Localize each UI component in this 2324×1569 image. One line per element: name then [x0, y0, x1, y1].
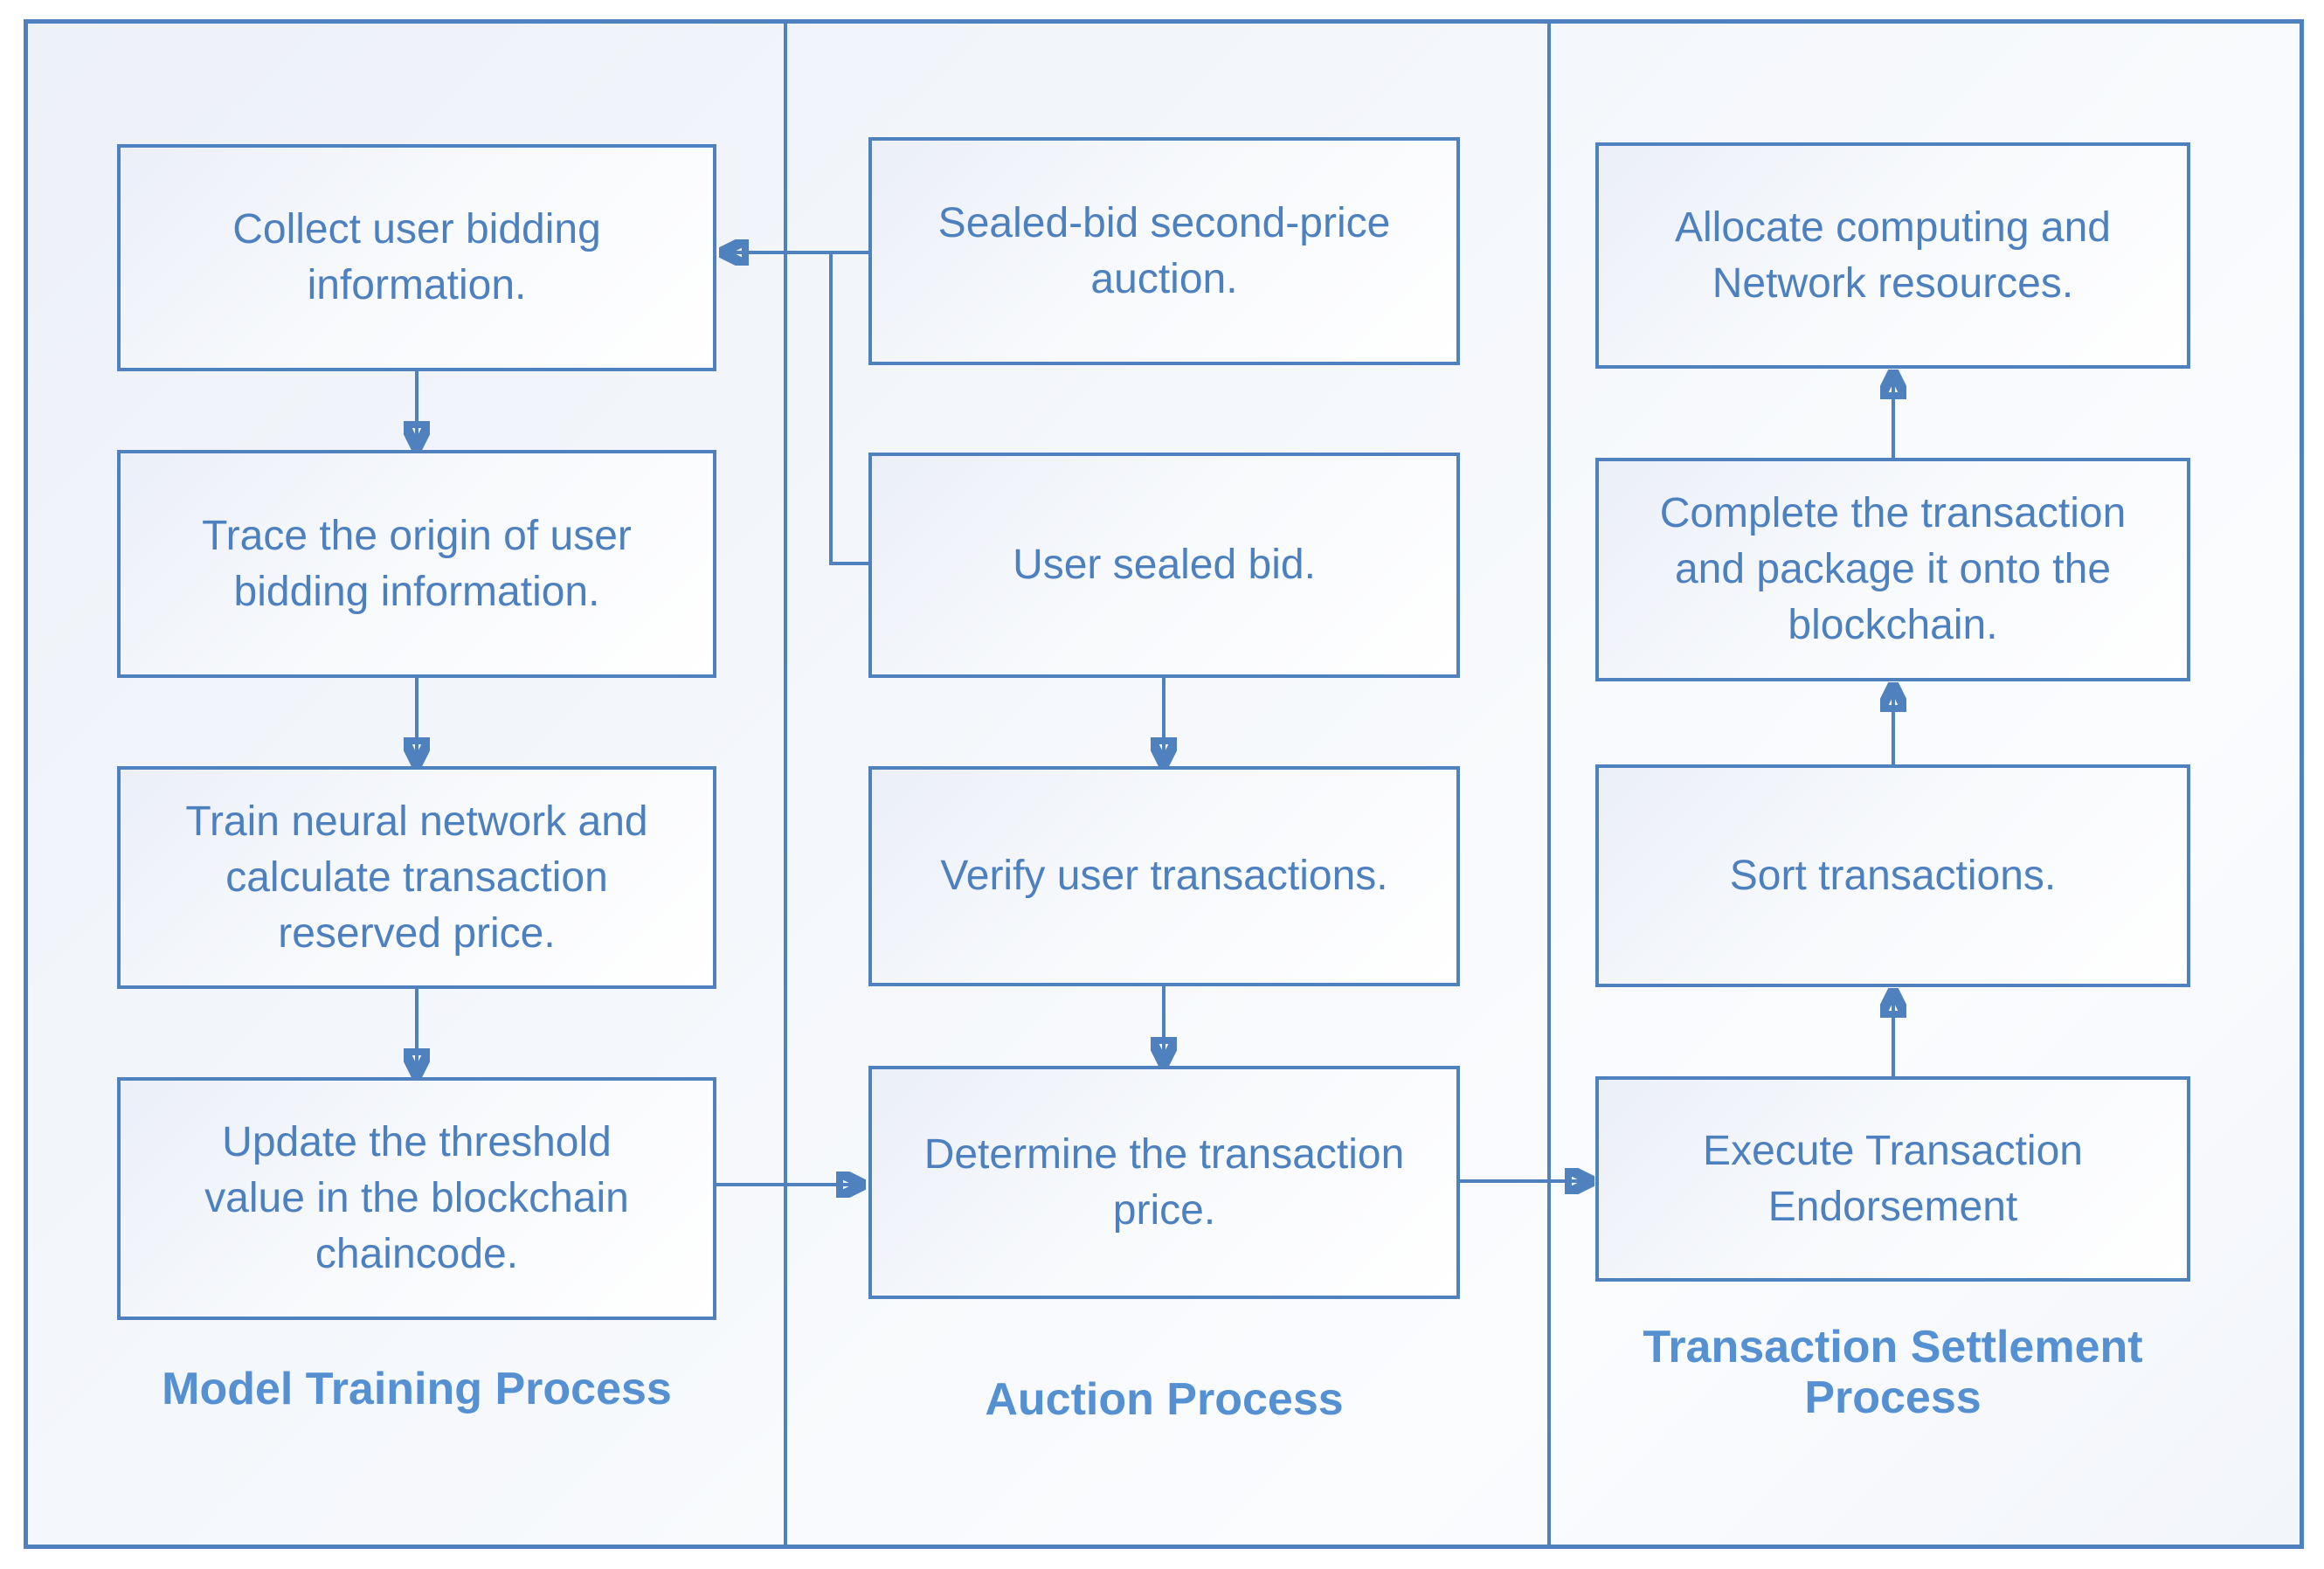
box-collect-user-bidding: Collect user bidding information. — [117, 144, 716, 371]
box-text: Allocate computing and Network resources… — [1675, 204, 2111, 307]
box-text: Sealed-bid second-price auction. — [937, 199, 1391, 302]
box-complete-transaction: Complete the transaction and package it … — [1595, 458, 2190, 681]
box-text: Train neural network and calculate trans… — [185, 798, 648, 957]
box-sealed-bid-auction: Sealed-bid second-price auction. — [868, 137, 1460, 365]
box-execute-endorsement: Execute Transaction Endorsement — [1595, 1076, 2190, 1282]
box-update-threshold: Update the threshold value in the blockc… — [117, 1077, 716, 1320]
box-train-neural-network: Train neural network and calculate trans… — [117, 766, 716, 989]
box-text: Execute Transaction Endorsement — [1703, 1127, 2083, 1230]
label-model-training-process: Model Training Process — [162, 1364, 672, 1414]
column-divider-2 — [1547, 19, 1551, 1549]
box-text: Verify user transactions. — [940, 853, 1388, 899]
label-transaction-settlement-process: Transaction Settlement Process — [1643, 1322, 2143, 1423]
box-text: User sealed bid. — [1013, 542, 1316, 588]
box-text: Update the threshold value in the blockc… — [204, 1119, 629, 1277]
box-text: Trace the origin of user bidding informa… — [202, 512, 632, 615]
label-auction-process: Auction Process — [985, 1374, 1344, 1425]
box-text: Collect user bidding information. — [232, 206, 601, 308]
box-user-sealed-bid: User sealed bid. — [868, 453, 1460, 678]
box-text: Sort transactions. — [1729, 852, 2057, 899]
box-text: Determine the transaction price. — [923, 1130, 1405, 1234]
box-text: Complete the transaction and package it … — [1659, 490, 2127, 648]
box-trace-origin: Trace the origin of user bidding informa… — [117, 450, 716, 678]
box-verify-transactions: Verify user transactions. — [868, 766, 1460, 986]
box-allocate-resources: Allocate computing and Network resources… — [1595, 142, 2190, 369]
column-divider-1 — [784, 19, 787, 1549]
box-sort-transactions: Sort transactions. — [1595, 764, 2190, 987]
box-determine-price: Determine the transaction price. — [868, 1066, 1460, 1299]
